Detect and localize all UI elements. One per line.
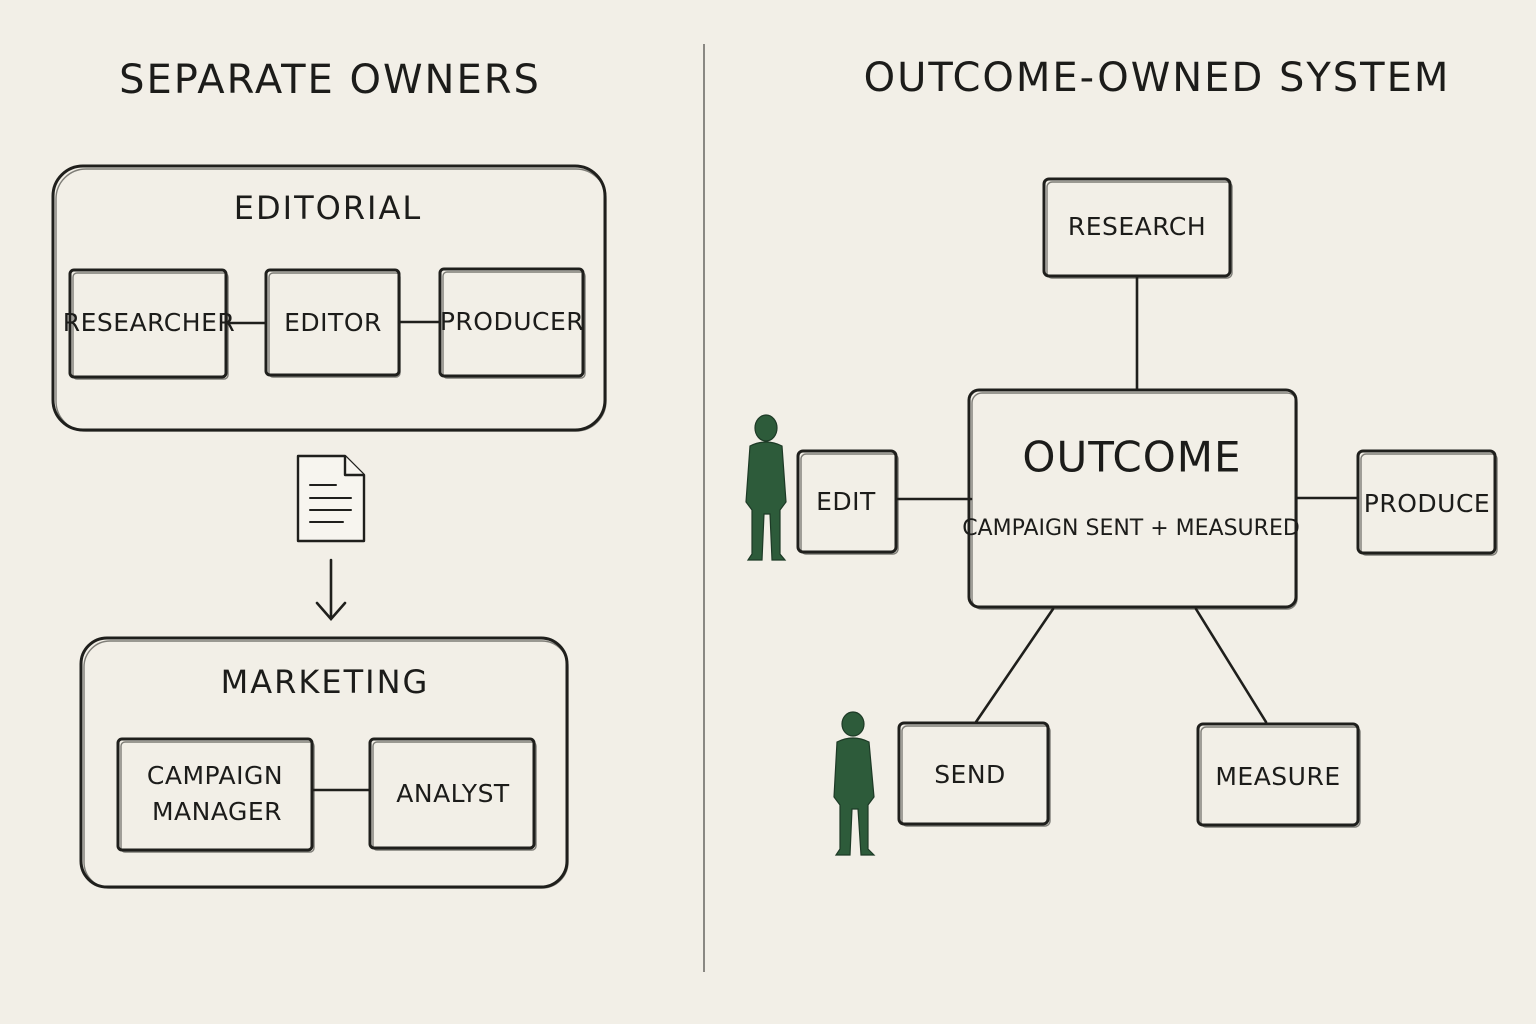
producer-node: PRODUCER <box>438 267 586 379</box>
edit-label: EDIT <box>816 487 876 516</box>
edit-node: EDIT <box>796 449 899 555</box>
send-connector <box>974 607 1055 724</box>
outcome-label: OUTCOME <box>1022 433 1241 482</box>
analyst-node: ANALYST <box>368 737 537 851</box>
campaign-manager-label-line1: CAMPAIGN <box>147 761 283 790</box>
campaign-manager-label-line2: MANAGER <box>152 797 282 826</box>
person-icon <box>833 711 876 856</box>
editor-node: EDITOR <box>264 268 401 378</box>
document-icon <box>296 454 366 543</box>
send-node: SEND <box>897 721 1051 827</box>
campaign-manager-node: CAMPAIGN MANAGER <box>116 737 315 853</box>
producer-label: PRODUCER <box>440 307 584 336</box>
measure-node: MEASURE <box>1196 722 1361 828</box>
right-panel-title: OUTCOME-OWNED SYSTEM <box>864 55 1451 101</box>
measure-connector <box>1194 607 1268 724</box>
researcher-node: RESEARCHER <box>63 268 235 380</box>
produce-label: PRODUCE <box>1364 489 1490 518</box>
research-node: RESEARCH <box>1042 177 1233 279</box>
researcher-label: RESEARCHER <box>63 308 235 337</box>
outcome-hub: OUTCOME CAMPAIGN SENT + MEASURED <box>962 388 1300 610</box>
editorial-group: EDITORIAL RESEARCHER EDITOR PRODUCER <box>51 164 607 432</box>
outcome-sublabel: CAMPAIGN SENT + MEASURED <box>962 516 1300 541</box>
measure-label: MEASURE <box>1215 762 1340 791</box>
research-label: RESEARCH <box>1068 212 1206 241</box>
marketing-group-label: MARKETING <box>221 663 430 701</box>
marketing-group: MARKETING CAMPAIGN MANAGER ANALYST <box>79 636 569 889</box>
handoff-arrow <box>315 558 347 621</box>
produce-node: PRODUCE <box>1356 449 1498 556</box>
analyst-label: ANALYST <box>396 779 510 808</box>
send-label: SEND <box>934 760 1006 789</box>
editorial-group-label: EDITORIAL <box>234 189 422 227</box>
editor-label: EDITOR <box>284 308 382 337</box>
person-icon <box>745 414 787 561</box>
left-panel-title: SEPARATE OWNERS <box>119 57 541 103</box>
